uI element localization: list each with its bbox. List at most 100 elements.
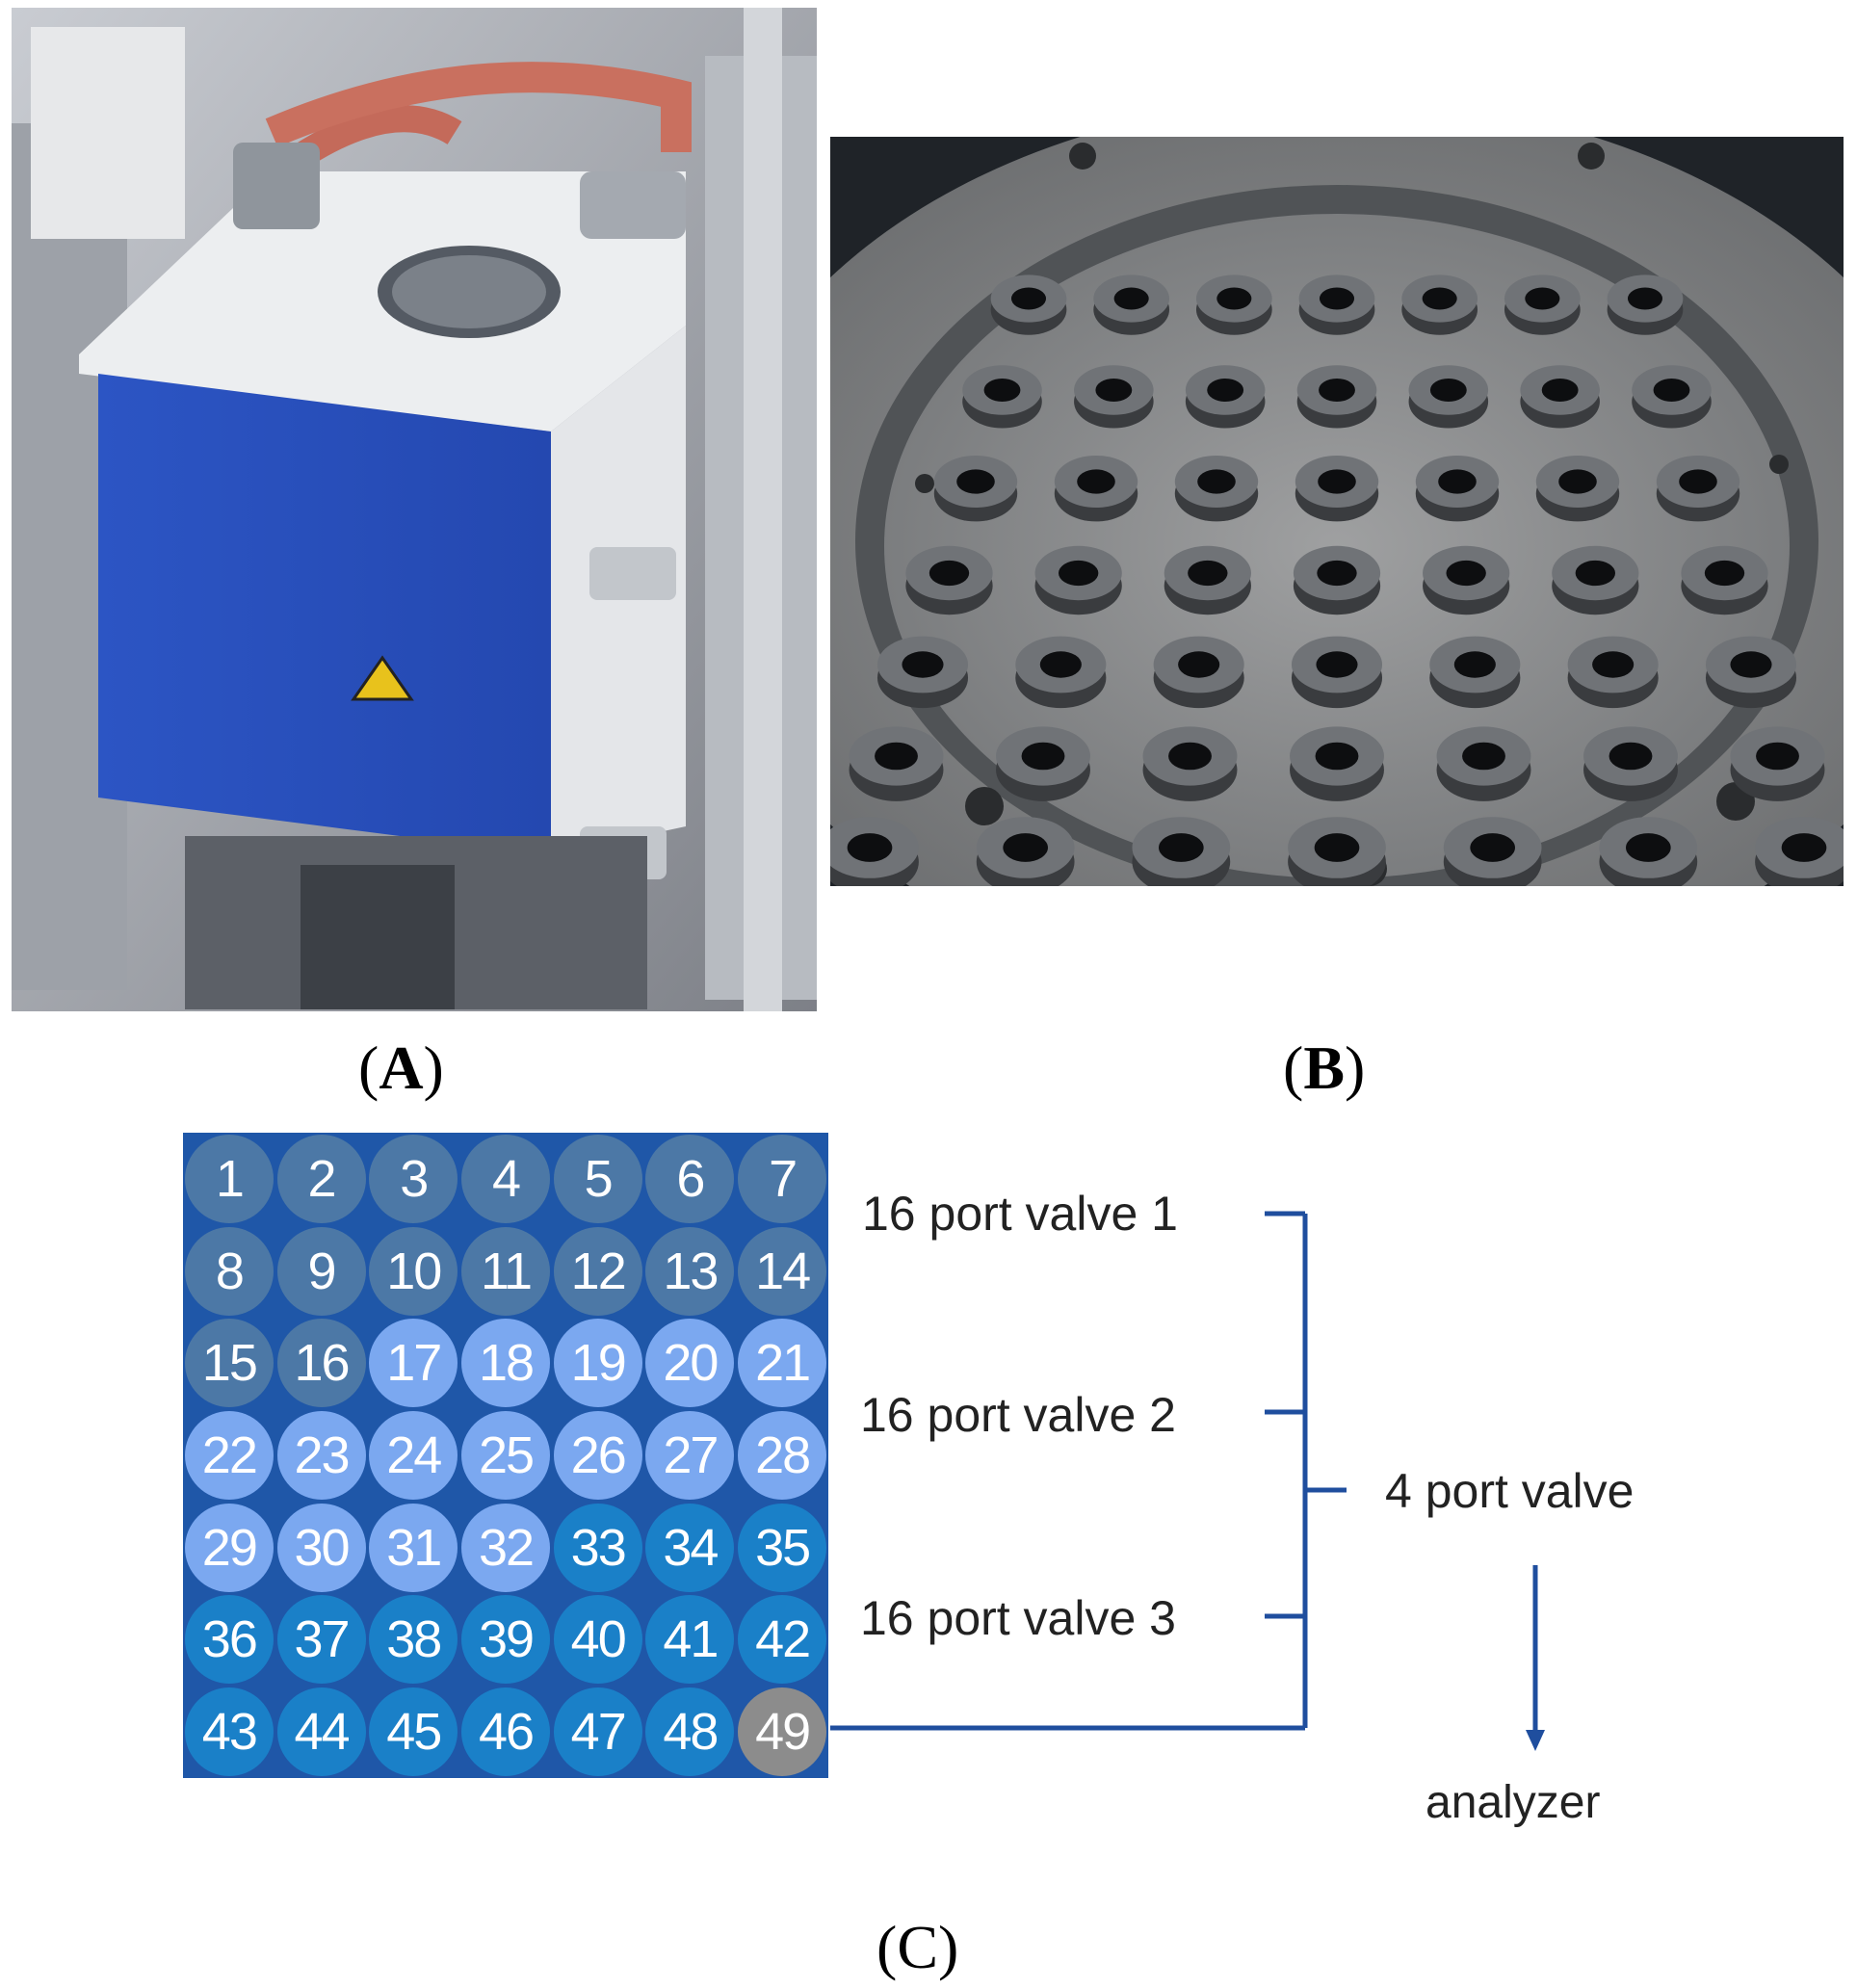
- well-14: 14: [738, 1226, 827, 1316]
- panel-label-a: (A): [358, 1033, 444, 1102]
- well-22: 22: [184, 1411, 274, 1500]
- ring-hole: [1316, 651, 1358, 678]
- ring-hole: [928, 560, 970, 587]
- well-9: 9: [276, 1226, 366, 1316]
- ring-hole: [1558, 469, 1597, 494]
- well-15: 15: [184, 1319, 274, 1408]
- well-26: 26: [553, 1411, 642, 1500]
- ring-hole: [1010, 287, 1047, 310]
- ring-hole: [1781, 833, 1827, 862]
- well-21: 21: [738, 1319, 827, 1408]
- ring-hole: [1319, 378, 1355, 403]
- valve-label-3: 16 port valve 3: [860, 1591, 1176, 1645]
- ring-hole: [1021, 742, 1065, 771]
- well-38: 38: [369, 1595, 458, 1685]
- well-19: 19: [553, 1319, 642, 1408]
- well-42: 42: [738, 1595, 827, 1685]
- ring-hole: [875, 742, 918, 771]
- well-36: 36: [184, 1595, 274, 1685]
- well-11: 11: [461, 1226, 550, 1316]
- well-13: 13: [645, 1226, 735, 1316]
- well-18: 18: [461, 1319, 550, 1408]
- well-24: 24: [369, 1411, 458, 1500]
- ring-hole: [1422, 287, 1457, 310]
- ring-hole: [1077, 469, 1115, 494]
- well-4: 4: [461, 1134, 550, 1223]
- well-12: 12: [553, 1226, 642, 1316]
- well-plate-photo: [830, 137, 1844, 886]
- ring-hole: [1541, 378, 1579, 403]
- reactor-photo: [12, 8, 817, 1011]
- well-23: 23: [276, 1411, 366, 1500]
- valve-label-2: 16 port valve 2: [860, 1388, 1176, 1442]
- well-7: 7: [738, 1134, 827, 1223]
- well-40: 40: [553, 1595, 642, 1685]
- ring-hole: [1609, 742, 1653, 771]
- ring-hole: [1756, 742, 1799, 771]
- well-28: 28: [738, 1411, 827, 1500]
- well-39: 39: [461, 1595, 550, 1685]
- well-16: 16: [276, 1319, 366, 1408]
- well-25: 25: [461, 1411, 550, 1500]
- ring-hole: [1429, 378, 1467, 403]
- well-30: 30: [276, 1503, 366, 1592]
- well-1: 1: [184, 1134, 274, 1223]
- well-43: 43: [184, 1687, 274, 1777]
- ring-hole: [1626, 833, 1671, 862]
- well-34: 34: [645, 1503, 735, 1592]
- ring-hole: [1462, 742, 1505, 771]
- ring-hole: [1592, 651, 1635, 678]
- well-44: 44: [276, 1687, 366, 1777]
- ring-hole: [1315, 742, 1359, 771]
- ring-hole: [1627, 287, 1663, 310]
- well-33: 33: [553, 1503, 642, 1592]
- ring-hole: [983, 378, 1021, 403]
- ring-hole: [1317, 560, 1357, 587]
- ring-hole: [902, 651, 944, 678]
- ring-hole: [1525, 287, 1560, 310]
- ring-hole: [1704, 560, 1745, 587]
- well-41: 41: [645, 1595, 735, 1685]
- well-37: 37: [276, 1595, 366, 1685]
- analyzer-arrowhead: [1526, 1730, 1545, 1751]
- well-35: 35: [738, 1503, 827, 1592]
- ring-hole: [1058, 560, 1099, 587]
- ring-hole: [1653, 378, 1690, 403]
- ring-hole: [1453, 651, 1496, 678]
- ring-hole: [1319, 287, 1355, 310]
- ring-hole: [1446, 560, 1486, 587]
- ring-hole: [1314, 833, 1360, 862]
- ring-hole: [1159, 833, 1204, 862]
- valve-label-1: 16 port valve 1: [862, 1187, 1178, 1241]
- well-3: 3: [369, 1134, 458, 1223]
- well-17: 17: [369, 1319, 458, 1408]
- panel-label-b: (B): [1283, 1033, 1366, 1102]
- well-49: 49: [738, 1687, 827, 1777]
- ring-hole: [1207, 378, 1244, 403]
- well-27: 27: [645, 1411, 735, 1500]
- well-31: 31: [369, 1503, 458, 1592]
- ring-hole: [1575, 560, 1616, 587]
- ring-hole: [1679, 469, 1717, 494]
- well-6: 6: [645, 1134, 735, 1223]
- ring-hole: [1095, 378, 1133, 403]
- well-47: 47: [553, 1687, 642, 1777]
- ring-hole: [1003, 833, 1048, 862]
- well-29: 29: [184, 1503, 274, 1592]
- ring-hole: [1168, 742, 1212, 771]
- four-port-valve-label: 4 port valve: [1385, 1464, 1635, 1518]
- well-5: 5: [553, 1134, 642, 1223]
- analyzer-label: analyzer: [1425, 1777, 1601, 1828]
- well-10: 10: [369, 1226, 458, 1316]
- ring-hole: [1730, 651, 1772, 678]
- ring-hole: [956, 469, 995, 494]
- ring-hole: [1318, 469, 1356, 494]
- ring-hole: [1216, 287, 1252, 310]
- ring-hole: [1470, 833, 1515, 862]
- well-45: 45: [369, 1687, 458, 1777]
- well-48: 48: [645, 1687, 735, 1777]
- ring-hole: [1178, 651, 1220, 678]
- ring-hole: [1113, 287, 1149, 310]
- well-2: 2: [276, 1134, 366, 1223]
